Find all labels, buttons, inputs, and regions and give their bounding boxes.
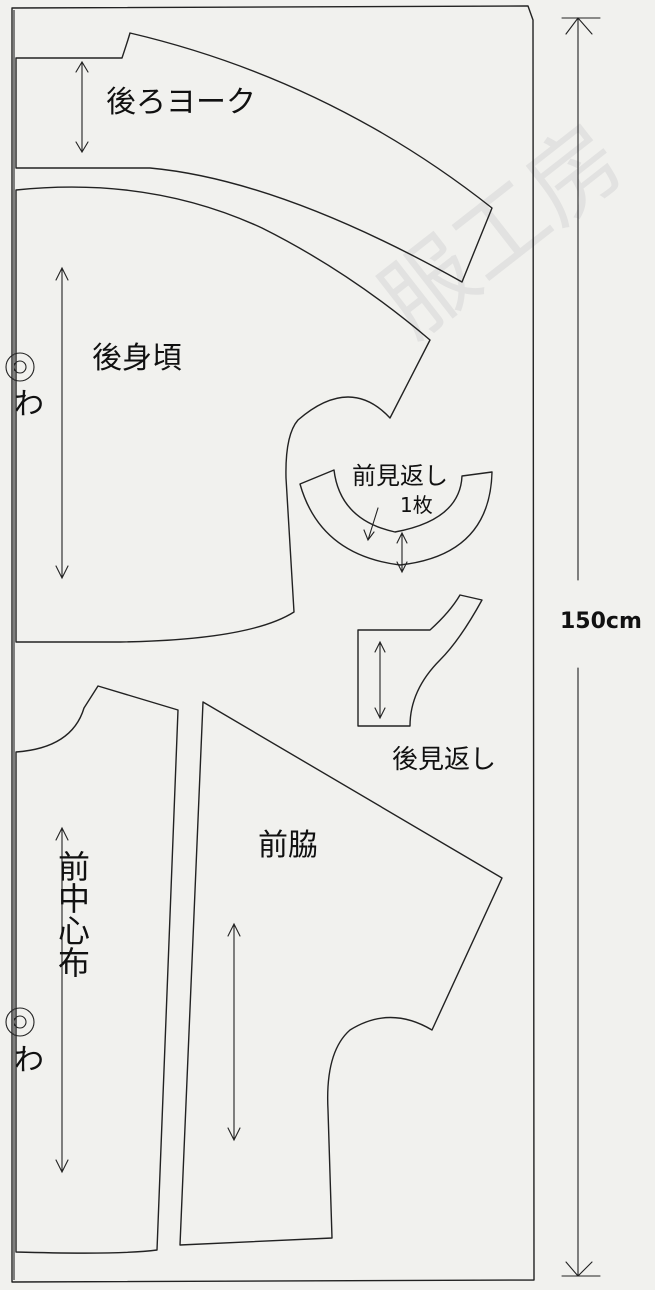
back-yoke-grainline (75, 60, 89, 154)
fold-mark-bottom-outer (5, 1007, 35, 1037)
front-facing-grainline (396, 531, 408, 574)
fold-mark-top-outer (5, 352, 35, 382)
front-center-piece (15, 685, 179, 1254)
back-facing-grainline (374, 640, 386, 720)
front-facing-pointer (363, 507, 379, 542)
label-back-body: 後身頃 (92, 341, 182, 376)
label-fold-bottom: わ (14, 1043, 44, 1078)
fold-mark-bottom-inner (13, 1015, 27, 1029)
back-body-grainline (55, 266, 69, 580)
fabric-outline (11, 5, 535, 1283)
front-side-piece (179, 701, 503, 1246)
fabric-width-label: 150cm (560, 609, 642, 634)
back-facing-piece (357, 594, 483, 727)
label-front-facing-line1: 前見返し (352, 462, 448, 490)
label-front-center: 前中心布 (53, 850, 91, 978)
width-dimension-line (561, 17, 601, 1277)
watermark: 服工房 (360, 103, 643, 357)
back-yoke-piece (15, 32, 493, 283)
label-front-side: 前脇 (258, 828, 318, 863)
front-side-grainline (227, 922, 241, 1142)
front-center-grainline (55, 826, 69, 1174)
fold-mark-top-inner (13, 360, 27, 374)
label-front-facing-line2: 1枚 (400, 493, 433, 517)
back-body-piece (15, 186, 431, 643)
label-back-yoke: 後ろヨーク (106, 85, 256, 120)
label-fold-top: わ (14, 387, 44, 422)
label-back-facing: 後見返し (392, 745, 496, 775)
front-facing-piece (299, 469, 493, 566)
